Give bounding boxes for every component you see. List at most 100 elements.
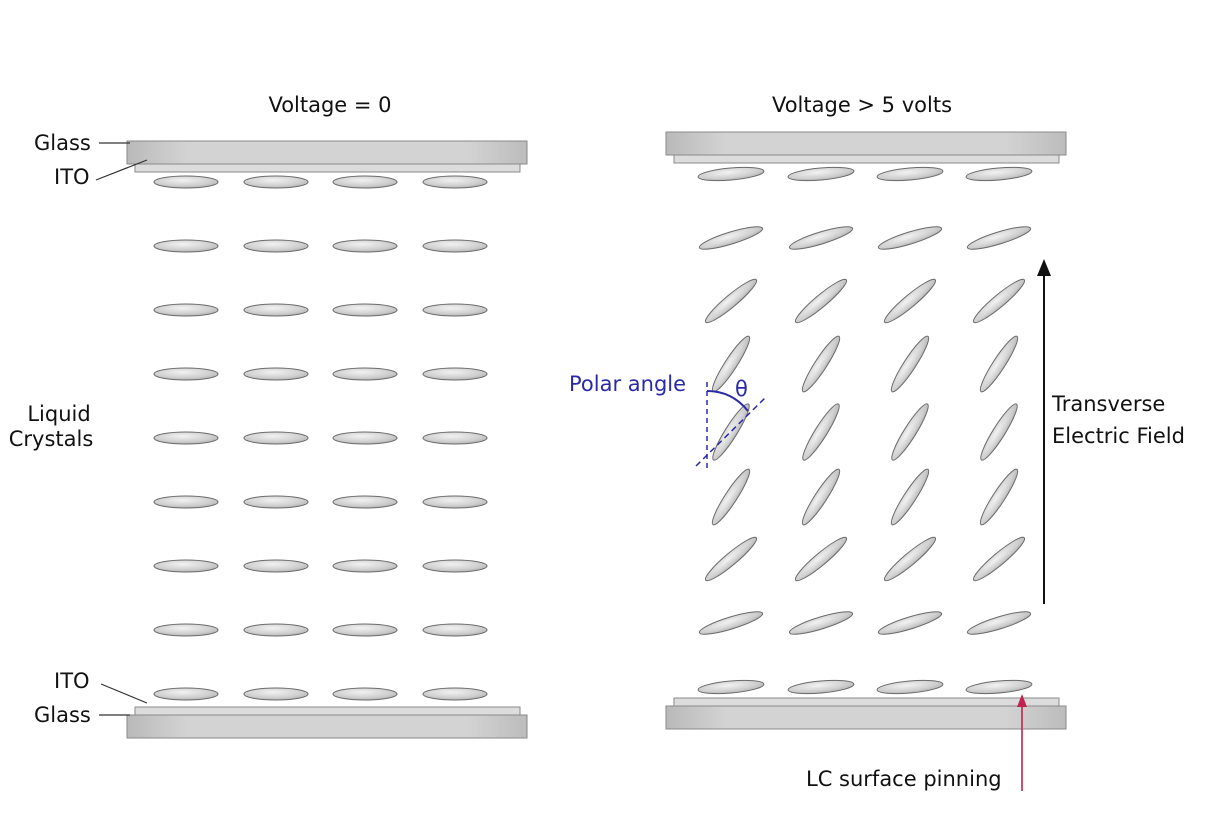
right-bottom-plates <box>665 697 1067 730</box>
glass-top-label: Glass <box>34 131 91 155</box>
lc-molecule-right-r6-c4 <box>979 468 1019 526</box>
lc-molecule-left-r7-c2 <box>243 559 309 573</box>
lc-molecule-right-r2-c1 <box>698 226 764 250</box>
lc-molecule-right-r1-c1 <box>697 166 765 182</box>
polar-angle-label: Polar angle <box>569 372 686 396</box>
theta-symbol: θ <box>735 377 748 401</box>
right-top-plates <box>665 131 1067 164</box>
ito-bottom-leader <box>100 683 148 704</box>
lc-molecule-left-r9-c3 <box>332 687 398 701</box>
lc-molecule-left-r1-c1 <box>153 175 219 189</box>
lc-molecule-left-r8-c3 <box>332 623 398 637</box>
lc-molecule-right-r4-c3 <box>890 335 930 393</box>
left-top-ito <box>134 163 521 173</box>
liquid-crystals-label-line2: Crystals <box>9 427 94 451</box>
lc-molecule-right-r9-c2 <box>787 679 855 695</box>
lc-molecule-left-r5-c4 <box>422 431 488 445</box>
lc-molecule-left-r3-c1 <box>153 303 219 317</box>
lc-molecule-right-r4-c4 <box>979 335 1019 393</box>
lc-molecule-right-r6-c2 <box>801 468 841 526</box>
lc-molecule-right-r2-c4 <box>966 226 1032 250</box>
lc-molecule-right-r8-c3 <box>877 611 943 635</box>
lc-molecule-left-r5-c2 <box>243 431 309 445</box>
left-top-glass <box>126 140 528 165</box>
right-bottom-ito <box>673 697 1060 707</box>
field-arrow-head <box>1037 259 1051 276</box>
lc-molecule-left-r7-c1 <box>153 559 219 573</box>
right-bottom-glass <box>665 705 1067 730</box>
lc-molecule-right-r2-c3 <box>877 226 943 250</box>
lc-molecule-right-r1-c2 <box>787 166 855 182</box>
lc-molecule-right-r5-c2 <box>802 403 840 461</box>
lc-molecule-left-r6-c4 <box>422 495 488 509</box>
lc-molecule-right-r5-c3 <box>891 403 929 461</box>
lc-molecule-left-r4-c2 <box>243 367 309 381</box>
left-liquid-crystal-molecules <box>153 175 488 701</box>
lc-molecule-right-r9-c4 <box>965 679 1033 695</box>
pinning-arrow-head <box>1017 694 1027 707</box>
lc-molecule-right-r8-c2 <box>788 611 854 635</box>
lc-molecule-left-r6-c3 <box>332 495 398 509</box>
left-panel-title: Voltage = 0 <box>268 93 391 117</box>
right-top-glass <box>665 131 1067 156</box>
lc-molecule-left-r6-c1 <box>153 495 219 509</box>
lc-molecule-left-r4-c1 <box>153 367 219 381</box>
lc-molecule-left-r8-c4 <box>422 623 488 637</box>
lc-molecule-left-r9-c2 <box>243 687 309 701</box>
lc-molecule-left-r8-c1 <box>153 623 219 637</box>
lc-molecule-right-r3-c1 <box>704 278 758 324</box>
left-top-plates <box>126 140 528 173</box>
lc-molecule-right-r8-c1 <box>698 611 764 635</box>
electric-field-label-line2: Electric Field <box>1052 424 1185 448</box>
lc-molecule-left-r2-c2 <box>243 239 309 253</box>
lc-molecule-right-r5-c4 <box>980 403 1018 461</box>
lc-molecule-right-r3-c2 <box>794 278 848 324</box>
right-top-ito <box>673 154 1060 164</box>
lc-molecule-right-r2-c2 <box>788 226 854 250</box>
lc-molecule-left-r1-c4 <box>422 175 488 189</box>
right-liquid-crystal-molecules <box>697 166 1033 695</box>
lc-molecule-right-r8-c4 <box>966 611 1032 635</box>
polar-molecule-axis <box>695 397 766 467</box>
electric-field-arrow <box>1037 259 1051 604</box>
lc-molecule-right-r3-c4 <box>972 278 1026 324</box>
lc-molecule-left-r7-c3 <box>332 559 398 573</box>
ito-top-leader <box>95 159 148 181</box>
lc-molecule-right-r1-c3 <box>876 166 944 182</box>
lc-molecule-right-r4-c2 <box>801 335 841 393</box>
ito-top-label: ITO <box>54 165 90 189</box>
left-bottom-plates <box>126 706 528 739</box>
lc-molecule-left-r8-c2 <box>243 623 309 637</box>
lc-molecule-left-r9-c1 <box>153 687 219 701</box>
lc-molecule-left-r3-c3 <box>332 303 398 317</box>
lc-molecule-left-r5-c1 <box>153 431 219 445</box>
lc-molecule-right-r7-c2 <box>794 536 848 582</box>
lc-molecule-left-r9-c4 <box>422 687 488 701</box>
lc-molecule-right-r7-c4 <box>972 536 1026 582</box>
lc-molecule-left-r2-c4 <box>422 239 488 253</box>
right-panel-title: Voltage > 5 volts <box>772 93 952 117</box>
lc-molecule-right-r7-c3 <box>883 536 937 582</box>
electric-field-label-line1: Transverse <box>1051 392 1165 416</box>
lc-molecule-left-r3-c2 <box>243 303 309 317</box>
lc-molecule-left-r1-c2 <box>243 175 309 189</box>
lc-molecule-left-r3-c4 <box>422 303 488 317</box>
lc-molecule-left-r4-c3 <box>332 367 398 381</box>
lc-molecule-left-r5-c3 <box>332 431 398 445</box>
lc-molecule-left-r2-c3 <box>332 239 398 253</box>
lc-molecule-right-r7-c1 <box>704 536 758 582</box>
lc-molecule-right-r3-c3 <box>883 278 937 324</box>
surface-pinning-label: LC surface pinning <box>806 767 1002 791</box>
left-bottom-ito <box>134 706 521 716</box>
liquid-crystals-label-line1: Liquid <box>27 402 90 426</box>
lc-molecule-right-r5-c1 <box>712 403 750 461</box>
polar-angle-annotation: Polar angle θ <box>569 372 766 470</box>
lc-molecule-right-r9-c3 <box>876 679 944 695</box>
lc-molecule-right-r1-c4 <box>965 166 1033 182</box>
polar-angle-arc <box>706 390 749 412</box>
lc-molecule-right-r6-c3 <box>890 468 930 526</box>
lc-molecule-right-r9-c1 <box>697 679 765 695</box>
lc-molecule-left-r6-c2 <box>243 495 309 509</box>
lc-molecule-left-r2-c1 <box>153 239 219 253</box>
